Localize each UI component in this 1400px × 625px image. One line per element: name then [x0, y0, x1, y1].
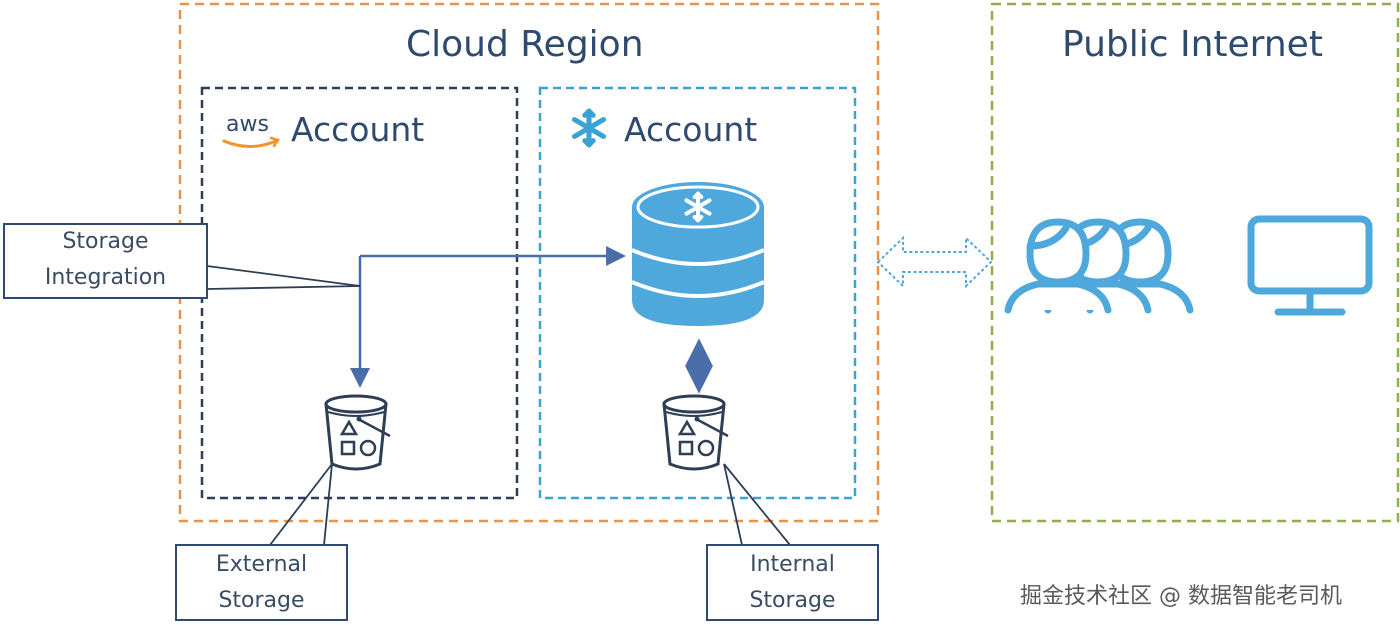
internal-storage-pointer: [723, 463, 791, 546]
internal-storage-bucket-icon: [662, 394, 730, 471]
users-icon: [1004, 218, 1194, 314]
storage-integration-label-line2: Integration: [44, 265, 167, 290]
aws-smile-icon: [222, 139, 278, 148]
internal-storage-label-line1: Internal: [750, 552, 835, 577]
internal-storage-label: Internal Storage: [707, 547, 878, 619]
aws-account-box: [200, 86, 519, 500]
aws-account-title: Account: [291, 110, 425, 149]
aws-smile-arrow-icon: [269, 136, 280, 148]
public-internet-title: Public Internet: [1062, 24, 1323, 65]
storage-integration-label-line1: Storage: [62, 229, 149, 254]
external-storage-label: External Storage: [176, 547, 347, 619]
double-arrow-icon: [876, 235, 993, 289]
database-icon: [631, 182, 765, 326]
external-storage-label-line2: Storage: [218, 588, 305, 613]
aws-logo-text: aws: [226, 112, 269, 137]
monitor-icon: [1247, 215, 1373, 316]
storage-integration-connector: [350, 246, 626, 388]
snowflake-account-title: Account: [624, 110, 758, 149]
cloud-region-box: [178, 2, 880, 523]
internal-storage-callout-box: [706, 544, 879, 621]
snowflake-icon: [574, 111, 603, 145]
storage-integration-pointer: [206, 265, 361, 290]
storage-integration-callout-box: [3, 223, 208, 299]
external-storage-callout-box: [175, 544, 348, 621]
internal-storage-label-line2: Storage: [749, 588, 836, 613]
external-storage-label-line1: External: [215, 552, 308, 577]
watermark: 掘金技术社区 @ 数据智能老司机: [1020, 584, 1342, 609]
external-storage-pointer: [269, 463, 333, 546]
external-storage-bucket-icon: [324, 394, 392, 471]
snowflake-account-box: [538, 86, 857, 500]
cloud-region-title: Cloud Region: [406, 24, 644, 65]
storage-integration-label: Storage Integration: [4, 224, 207, 296]
public-internet-box: [990, 2, 1400, 523]
